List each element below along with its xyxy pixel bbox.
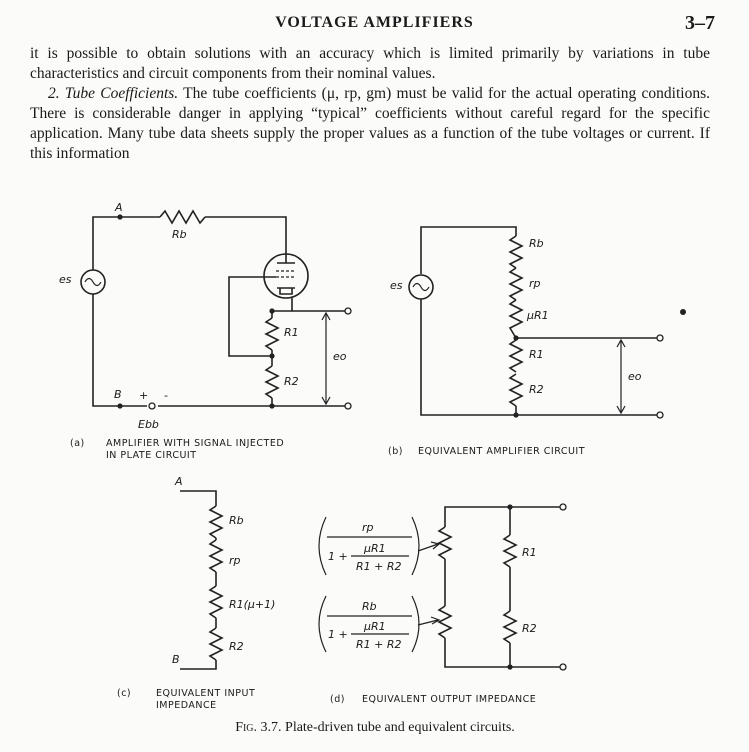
label-rb-b: Rb [529,237,544,250]
label-r2-b: R2 [529,383,544,396]
formula2-inner-den: R1 + R2 [356,638,402,651]
label-r2-a: R2 [284,375,299,388]
caption-d: EQUIVALENT OUTPUT IMPEDANCE [362,694,536,705]
resistor-r2-b [508,373,524,407]
resistor-r2-d [502,610,518,644]
formula-rb-equivalent: Rb 1 + μR1 R1 + R2 [318,595,441,653]
label-node-a: A [114,201,123,214]
label-node-b-c: B [172,653,180,666]
label-rp-b: rp [529,277,541,290]
resistor-rb-a [159,209,206,225]
resistor-rb-eq-d [437,605,453,639]
subfig-label-c: (c) [117,688,131,699]
circuit-a: A B Rb es R1 R2 eo Ebb + - (a) AMPLIFIER… [59,201,352,461]
resistor-r1-d [502,534,518,568]
subfig-label-a: (a) [70,438,85,449]
resistor-rb-b [508,235,524,269]
label-eo-b: eo [628,370,642,383]
formula2-numerator: Rb [362,600,377,613]
resistor-mur1-b [508,299,524,339]
label-rb-a: Rb [172,228,187,241]
label-es-b: es [390,279,403,292]
figure-caption-number: Fig. 3.7. [235,720,281,735]
caption-a-line1: AMPLIFIER WITH SIGNAL INJECTED [106,438,284,449]
label-mur1-b: μR1 [526,309,549,322]
paragraph-2-body: The tube coefficients (μ, rp, gm) must b… [30,85,711,162]
running-header: VOLTAGE AMPLIFIERS [275,14,474,31]
circuit-d: R1 R2 rp 1 + μR1 R1 + R2 Rb 1 [318,503,567,705]
label-r2-c: R2 [229,640,244,653]
figure-caption: Fig. 3.7. Plate-driven tube and equivale… [235,720,515,735]
label-ebb: Ebb [138,418,159,431]
caption-c-line2: IMPEDANCE [156,700,217,711]
formula2-one-plus: 1 + [328,628,348,641]
label-eo-a: eo [333,350,347,363]
label-r1-a: R1 [284,326,299,339]
resistor-rp-c [208,539,224,573]
resistor-r2-c [208,627,224,661]
label-plus: + [139,389,148,402]
paragraph-2: 2. Tube Coefficients. The tube coefficie… [30,84,710,164]
label-r1-d: R1 [522,546,537,559]
body-text: it is possible to obtain solutions with … [30,44,710,164]
caption-c-line1: EQUIVALENT INPUT [156,688,255,699]
label-rp-c: rp [229,554,241,567]
formula1-one-plus: 1 + [328,550,348,563]
vacuum-tube [263,253,309,299]
label-node-b: B [114,388,122,401]
resistor-rb-c [208,505,224,539]
formula1-inner-num: μR1 [363,542,386,555]
label-es-a: es [59,273,72,286]
formula1-inner-den: R1 + R2 [356,560,402,573]
resistor-r1-a [264,317,280,351]
formula1-numerator: rp [362,521,374,534]
resistor-rp-eq-d [437,526,453,560]
resistor-rp-b [508,267,524,301]
label-r2-d: R2 [522,622,537,635]
subfig-label-b: (b) [388,446,403,457]
figure-caption-text: Plate-driven tube and equivalent circuit… [282,720,515,735]
label-r1-b: R1 [529,348,544,361]
resistor-r1mu-c [208,585,224,619]
formula-rp-equivalent: rp 1 + μR1 R1 + R2 [318,516,441,576]
formula2-inner-num: μR1 [363,620,386,633]
resistor-r2-a [264,365,280,399]
label-node-a-c: A [174,475,183,488]
label-rb-c: Rb [229,514,244,527]
subfig-label-d: (d) [330,694,345,705]
resistor-r1-b [508,339,524,373]
section-title: Tube Coefficients. [64,85,179,102]
page-number: 3–7 [685,12,715,34]
caption-b: EQUIVALENT AMPLIFIER CIRCUIT [418,446,585,457]
label-r1mu-c: R1(μ+1) [229,598,275,611]
circuit-c: A B Rb rp R1(μ+1) R2 (c) EQUIVALENT INPU… [117,475,275,711]
label-minus: - [164,389,168,402]
circuit-b: Rb rp μR1 R1 R2 es eo (b) EQUIVALENT AMP… [388,226,686,457]
paragraph-1: it is possible to obtain solutions with … [30,45,710,82]
caption-a-line2: IN PLATE CIRCUIT [106,450,197,461]
section-number: 2. [48,85,60,102]
